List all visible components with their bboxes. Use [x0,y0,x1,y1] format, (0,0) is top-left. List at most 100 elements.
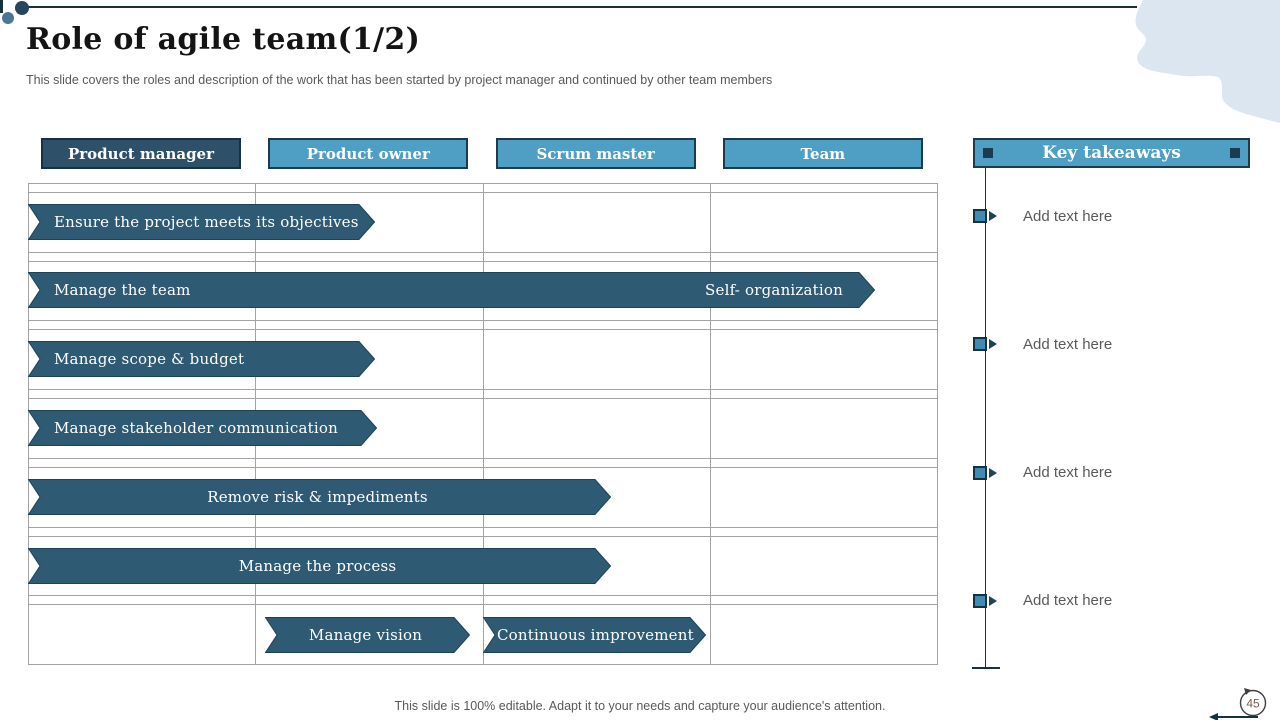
table-cell [256,252,483,261]
arrow-label: Manage stakeholder communication [54,419,338,438]
table-cell [710,330,937,390]
table-cell [710,193,937,252]
table-cell [710,527,937,536]
column-header-scrum-master[interactable]: Scrum master [495,138,696,169]
table-cell [710,399,937,458]
table-cell [483,596,710,605]
table-cell [710,321,937,330]
role-arrow-manage-scope-budget[interactable]: Manage scope & budget [28,341,375,378]
takeaway-placeholder-text[interactable]: Add text here [1023,207,1113,225]
role-arrow-manage-the-process[interactable]: Manage the process [28,548,611,584]
key-takeaways-header: Key takeaways [973,138,1250,168]
table-cell [29,527,256,536]
corner-edge-bar [0,0,3,13]
key-takeaways-title: Key takeaways [1042,143,1181,163]
chevron-arrow-shape [28,341,375,378]
table-cell [29,605,256,664]
arrow-label: Manage the team [54,281,191,300]
chevron-arrow-shape [265,616,470,653]
table-cell [710,467,937,527]
table-cell [256,527,483,536]
column-header-product-manager[interactable]: Product manager [41,138,241,169]
table-cell [483,330,710,390]
key-takeaway-item: Add text here [973,462,1112,484]
arrow-label: Manage vision [308,625,423,644]
chevron-arrow-shape [28,479,611,516]
table-cell [29,321,256,330]
table-cell [256,458,483,467]
table-cell [710,184,937,192]
table-cell [29,184,256,192]
slide-footer-note: This slide is 100% editable. Adapt it to… [394,699,886,713]
key-takeaway-item: Add text here [973,333,1112,355]
arrow-label: Manage the process [238,557,397,575]
takeaway-placeholder-text[interactable]: Add text here [1023,335,1113,353]
table-cell [29,390,256,399]
table-cell [29,596,256,605]
square-handle-icon [983,148,993,158]
table-cell [483,184,710,192]
table-cell [483,321,710,330]
table-cell [483,527,710,536]
key-takeaway-item: Add text here [973,590,1112,612]
marker-triangle-icon [989,595,997,606]
column-header-product-owner[interactable]: Product owner [268,138,469,169]
chevron-arrow-shape [28,203,375,240]
table-cell [256,390,483,399]
arrow-label: Remove risk & impediments [207,488,428,507]
table-cell [483,399,710,458]
chevron-arrow-shape [483,616,706,653]
table-cell [710,605,937,664]
chevron-arrow-shape [28,272,875,309]
marker-triangle-icon [989,339,997,350]
takeaway-placeholder-text[interactable]: Add text here [1023,592,1113,610]
corner-blob-shape [1135,0,1280,123]
page-number-circle [1239,689,1267,717]
arrow-label: Ensure the project meets its objectives [54,212,359,231]
table-cell [483,252,710,261]
key-takeaway-item: Add text here [973,205,1112,227]
marker-triangle-icon [989,211,997,221]
role-arrow-ensure-the-project-meets-its-objectives[interactable]: Ensure the project meets its objectives [28,203,375,240]
timeline-marker-square-icon [973,337,987,352]
timeline-marker-square-icon [973,465,987,480]
table-cell [29,458,256,467]
marker-triangle-icon [989,467,997,478]
table-cell [483,458,710,467]
table-cell [710,596,937,605]
table-cell [710,458,937,467]
role-arrow-manage-stakeholder-communication[interactable]: Manage stakeholder communication [28,410,377,447]
arrow-label: Manage scope & budget [54,350,245,369]
page-number-widget: 45 [1209,688,1267,720]
chevron-arrow-shape [28,410,377,447]
page-title: Role of agile team(1/2) [26,22,421,57]
slide-subtitle: This slide covers the roles and descript… [26,73,773,87]
decorative-dot-dark [15,1,29,15]
circular-arrow-head-icon [1244,688,1251,695]
table-cell [483,390,710,399]
square-handle-icon [1230,148,1240,158]
page-number: 45 [1246,697,1260,711]
takeaway-placeholder-text[interactable]: Add text here [1023,464,1113,482]
page-arrow-head-icon [1209,713,1218,720]
table-cell [710,390,937,399]
table-cell [710,252,937,261]
timeline-end-bar [972,667,1000,669]
timeline-marker-square-icon [973,593,987,608]
table-cell [29,252,256,261]
role-arrow-manage-vision[interactable]: Manage vision [265,616,470,653]
role-arrow-continuous-improvement[interactable]: Continuous improvement [483,616,706,653]
table-cell [256,596,483,605]
table-cell [256,184,483,192]
key-takeaways-timeline [985,168,986,668]
decorative-dot-light [2,12,14,24]
table-cell [710,536,937,596]
table-cell [256,321,483,330]
role-arrow-remove-risk-impediments[interactable]: Remove risk & impediments [28,479,611,516]
column-header-team[interactable]: Team [722,138,923,169]
table-cell [483,193,710,252]
arrow-label: Continuous improvement [497,625,694,644]
timeline-marker-square-icon [973,209,987,223]
